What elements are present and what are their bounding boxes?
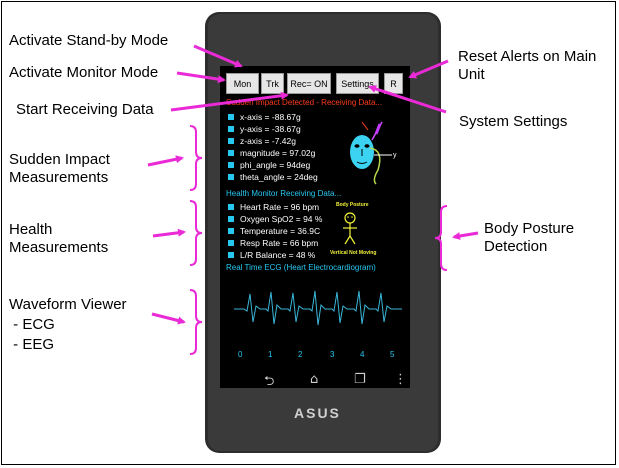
- home-icon[interactable]: ⌂: [310, 372, 319, 387]
- annotation-monitor: Activate Monitor Mode: [9, 64, 159, 81]
- posture-status: Vertical Not Moving: [330, 250, 377, 256]
- bullet-square-icon: [228, 173, 234, 180]
- impact-item: theta_angle = 24deg: [228, 172, 318, 182]
- annotation-standby: Activate Stand-by Mode: [9, 32, 169, 49]
- annotation-waveform: Waveform Viewer - ECG - EEG: [9, 296, 127, 353]
- annotation-posture: Body Posture Detection: [484, 220, 575, 255]
- mon-button[interactable]: Mon: [226, 73, 259, 94]
- bullet-square-icon: [228, 149, 234, 156]
- bullet-square-icon: [228, 239, 234, 246]
- bullet-square-icon: [228, 227, 234, 234]
- annotation-impact: Sudden Impact Measurements: [9, 151, 110, 186]
- ecg-tick-1: 1: [268, 350, 273, 359]
- impact-label: phi_angle = 94deg: [240, 160, 311, 170]
- impact-label: y-axis = -38.67g: [240, 124, 301, 134]
- health-label: L/R Balance = 48 %: [240, 250, 316, 260]
- annotation-brackets: [189, 125, 448, 355]
- trk-button[interactable]: Trk: [261, 73, 284, 94]
- posture-title: Body Posture: [336, 202, 369, 208]
- health-label: Oxygen SpO2 = 94 %: [240, 214, 323, 224]
- back-icon[interactable]: ⮌: [264, 374, 275, 389]
- ecg-tick-2: 2: [298, 350, 303, 359]
- axis-y-label: y: [393, 152, 397, 159]
- annotation-arrows: [147, 44, 479, 325]
- posture-figure-icon: [343, 212, 357, 245]
- ecg-waveform: [234, 290, 402, 326]
- health-label: Heart Rate = 96 bpm: [240, 202, 320, 212]
- annotation-receiving: Start Receiving Data: [16, 101, 154, 118]
- bullet-square-icon: [228, 125, 234, 132]
- health-label: Temperature = 36.9C: [240, 226, 321, 236]
- rec-toggle-button[interactable]: Rec= ON: [287, 73, 331, 94]
- impact-label: theta_angle = 24deg: [240, 172, 318, 182]
- health-status-header: Health Monitor Receiving Data...: [226, 189, 342, 198]
- bullet-square-icon: [228, 251, 234, 258]
- ecg-tick-3: 3: [330, 350, 335, 359]
- annotation-settings: System Settings: [459, 113, 568, 130]
- menu-dots-icon[interactable]: ⋮: [394, 372, 407, 387]
- health-item: L/R Balance = 48 %: [228, 250, 315, 260]
- annotation-reset: Reset Alerts on Main Unit: [458, 48, 597, 83]
- bullet-square-icon: [228, 203, 234, 210]
- annotation-health: Health Measurements: [9, 221, 109, 256]
- health-item: Heart Rate = 96 bpm: [228, 202, 319, 212]
- health-item: Temperature = 36.9C: [228, 226, 320, 236]
- impact-item: magnitude = 97.02g: [228, 148, 315, 158]
- impact-item: y-axis = -38.67g: [228, 124, 301, 134]
- head-orientation-icon: [350, 121, 392, 185]
- bullet-square-icon: [228, 161, 234, 168]
- impact-label: x-axis = -88.67g: [240, 112, 301, 122]
- health-label: Resp Rate = 66 bpm: [240, 238, 319, 248]
- ecg-tick-4: 4: [360, 350, 365, 359]
- impact-item: z-axis = -7.42g: [228, 136, 296, 146]
- health-item: Oxygen SpO2 = 94 %: [228, 214, 322, 224]
- recent-apps-icon[interactable]: ❐: [354, 372, 366, 387]
- bullet-square-icon: [228, 137, 234, 144]
- ecg-tick-0: 0: [238, 350, 243, 359]
- impact-item: phi_angle = 94deg: [228, 160, 310, 170]
- impact-label: magnitude = 97.02g: [240, 148, 316, 158]
- bullet-square-icon: [228, 113, 234, 120]
- ecg-tick-5: 5: [390, 350, 395, 359]
- impact-label: z-axis = -7.42g: [240, 136, 296, 146]
- impact-item: x-axis = -88.67g: [228, 112, 301, 122]
- impact-status-header: Sudden Impact Detected - Receiving Data.…: [226, 98, 383, 107]
- health-item: Resp Rate = 66 bpm: [228, 238, 318, 248]
- ecg-header: Real Time ECG (Heart Electrocardiogram): [226, 263, 376, 272]
- bullet-square-icon: [228, 215, 234, 222]
- brand-logo: ASUS: [294, 405, 341, 421]
- phone-screen: [220, 66, 410, 388]
